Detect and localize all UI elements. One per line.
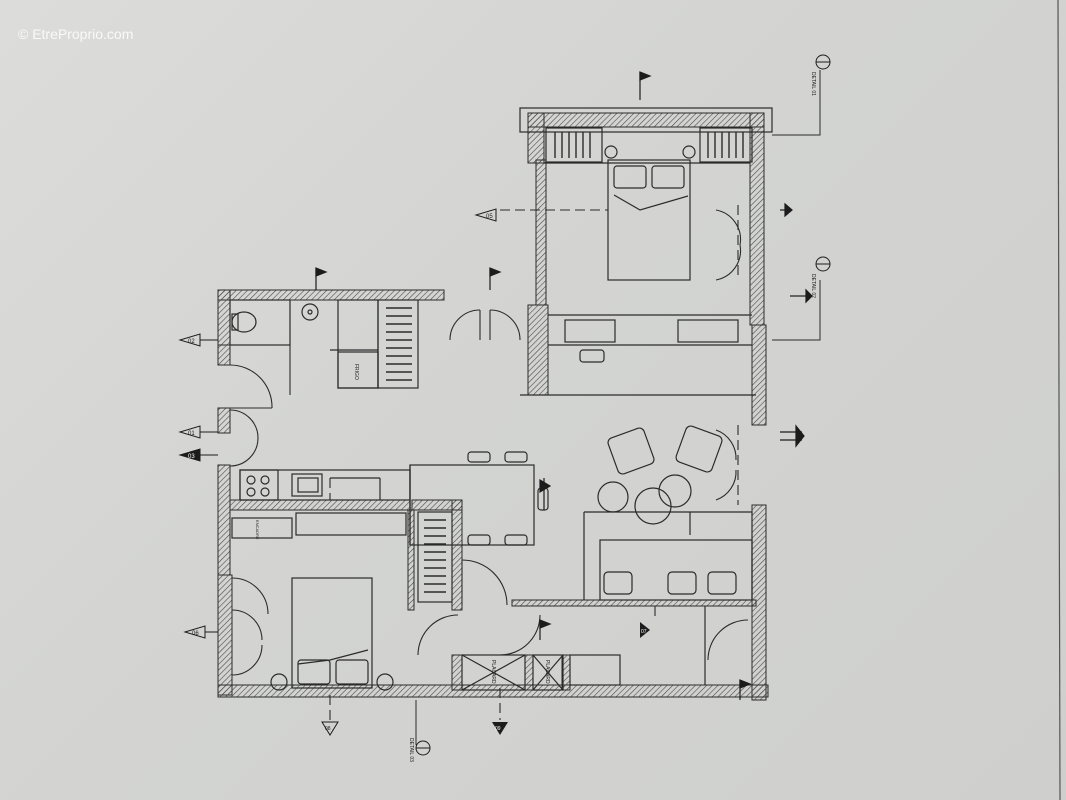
section-tags: 05 02 01 03 06 07 08 <box>178 208 650 736</box>
section-tag-07: 07 <box>640 622 650 638</box>
section-tag-01-label: 01 <box>188 431 195 437</box>
sink-icon <box>301 303 319 321</box>
hob-icon <box>246 475 256 485</box>
section-tag-02-label: 02 <box>188 339 195 345</box>
section-tag-09-label: 09 <box>495 726 501 732</box>
chair-icon <box>467 451 491 463</box>
toilet-icon <box>231 311 257 333</box>
placard-2-label: PLACARD <box>544 660 550 684</box>
section-tag-07-label: 07 <box>641 629 647 635</box>
section-tag-03-label: 03 <box>188 454 195 460</box>
section-tag-08: 08 <box>321 721 339 736</box>
detail-callouts <box>415 54 831 756</box>
plan-labels: DETAIL 01 DETAIL 02 DETAIL 03 FRIGO PLAC… <box>255 72 816 762</box>
sheet-border <box>1057 0 1061 800</box>
section-tag-02: 02 <box>178 333 218 347</box>
wardrobe-hangers <box>386 132 744 593</box>
section-tag-08-label: 08 <box>325 726 331 732</box>
armchair-icon <box>607 427 655 475</box>
watermark: © EtreProprio.com <box>18 26 134 42</box>
section-tag-01: 01 <box>178 425 218 439</box>
section-tag-06-label: 06 <box>192 631 199 637</box>
flag-markers <box>315 71 813 700</box>
doors <box>229 209 749 676</box>
coffee-table-icon <box>597 481 629 513</box>
pillow-icon <box>613 165 647 189</box>
detail-03-label: DETAIL 03 <box>408 738 414 762</box>
fixtures <box>231 145 737 691</box>
frigo-label: FRIGO <box>353 364 359 380</box>
section-tag-06: 06 <box>183 625 218 639</box>
kitchen-sink-icon <box>297 477 319 493</box>
encadre-label: ENCADRÉ <box>255 520 260 540</box>
section-tag-05: 05 <box>474 208 497 222</box>
dashed-lines <box>329 205 739 720</box>
detail-01-label: DETAIL 01 <box>810 72 816 96</box>
section-tag-09: 09 <box>492 722 508 735</box>
section-tag-05-label: 05 <box>486 214 493 220</box>
walls <box>217 112 769 701</box>
sofa-icon <box>603 571 633 595</box>
detail-02-label: DETAIL 02 <box>810 274 816 298</box>
section-tag-03: 03 <box>178 448 218 462</box>
placard-1-label: PLACARD <box>490 660 496 684</box>
leader-lines <box>415 70 821 745</box>
